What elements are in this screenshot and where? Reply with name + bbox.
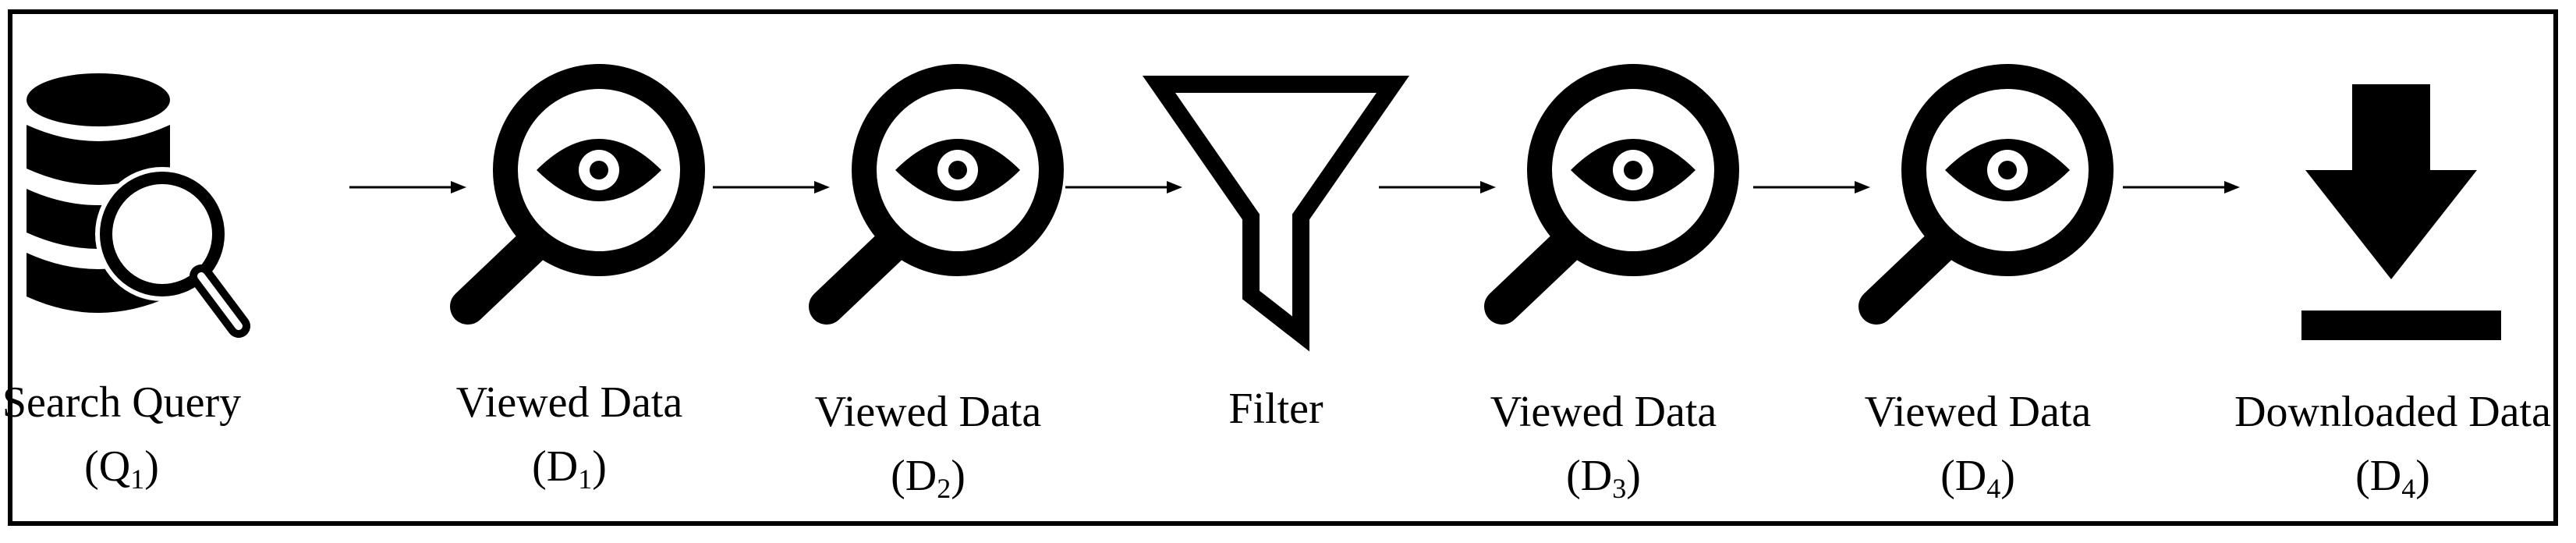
arrow-icon <box>2123 181 2240 193</box>
step-label: Viewed Data <box>455 378 683 427</box>
download-icon <box>2301 84 2501 340</box>
step-label: Viewed Data <box>1490 388 1717 436</box>
arrow-icon <box>1753 181 1870 193</box>
filter-icon <box>1142 76 1410 352</box>
view-data-icon <box>1484 64 1739 325</box>
view-data-icon <box>809 64 1064 325</box>
database-search-icon <box>27 73 250 338</box>
step-id: (Q1) <box>84 442 159 495</box>
step-downloaded-data: Downloaded Data (D4) <box>2234 14 2563 529</box>
step-label: Viewed Data <box>1864 388 2092 436</box>
arrow-icon <box>713 181 830 193</box>
step-viewed-data-4: Viewed Data (D4) <box>1830 14 2126 529</box>
arrow-icon <box>349 181 466 193</box>
arrow-icon <box>1065 181 1182 193</box>
view-data-icon <box>1858 64 2114 325</box>
step-filter: Filter <box>1128 14 1424 529</box>
step-id: (D3) <box>1566 452 1641 504</box>
step-search-query: Search Query (Q1) <box>0 14 270 529</box>
step-label: Viewed Data <box>814 388 1042 436</box>
step-viewed-data-3: Viewed Data (D3) <box>1455 14 1752 529</box>
step-label: Search Query <box>2 378 242 427</box>
step-id: (D4) <box>1940 452 2015 504</box>
diagram-frame: Search Query (Q1) Viewed Data (D1) Viewe <box>2 9 2558 529</box>
step-label: Filter <box>1228 385 1323 433</box>
step-viewed-data-1: Viewed Data (D1) <box>421 14 718 529</box>
step-id: (D1) <box>532 442 607 495</box>
step-id: (D2) <box>891 452 966 504</box>
step-label: Downloaded Data <box>2234 388 2551 436</box>
view-data-icon <box>450 64 705 325</box>
step-id: (D4) <box>2355 452 2430 504</box>
arrow-icon <box>1379 181 1496 193</box>
step-viewed-data-2: Viewed Data (D2) <box>780 14 1076 529</box>
